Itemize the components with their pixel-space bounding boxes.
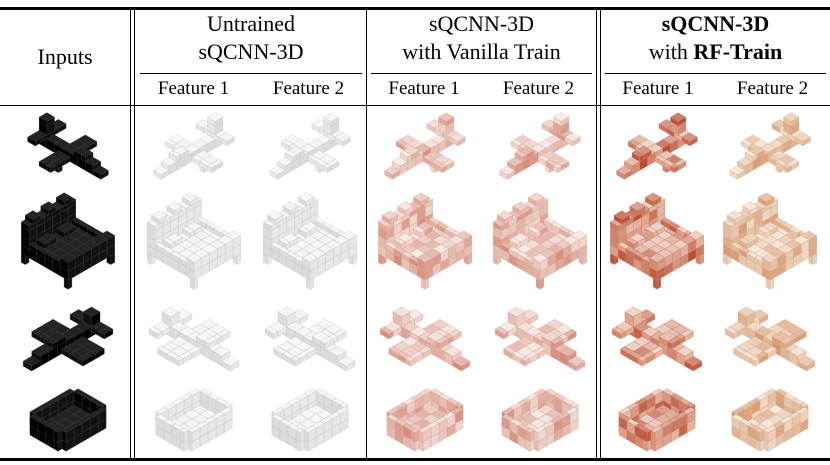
vanilla-feature2-render [494, 306, 586, 372]
rf-feature2-render [731, 388, 809, 452]
vanilla-feature1-render [384, 112, 466, 180]
inputs-divider-line-b [134, 10, 135, 458]
rf-divider-line-b [600, 10, 601, 458]
inputs-divider-line-a [130, 10, 131, 458]
input-voxel-render [27, 112, 109, 180]
table-top-rule [0, 7, 830, 10]
rf-feature1-render [610, 192, 704, 290]
vanilla-feature1-render [379, 306, 471, 372]
untrained-feature1-render [155, 388, 233, 452]
header-group-vanilla: sQCNN-3D with Vanilla Train [367, 10, 596, 66]
untrained-feature1-render [148, 306, 240, 372]
group-rf-underline [605, 73, 826, 74]
header-group-vanilla-line1: sQCNN-3D [428, 11, 535, 36]
rf-feature1-render [616, 112, 698, 180]
untrained-feature1-render [147, 192, 241, 290]
header-group-rf-line1: sQCNN-3D [661, 11, 770, 36]
vanilla-feature1-render [386, 388, 464, 452]
header-group-rf-line2: with RF-Train [601, 38, 830, 66]
rf-feature1-render [611, 306, 703, 372]
untrained-feature1-render [153, 112, 235, 180]
group-untrained-underline [140, 73, 362, 74]
untrained-feature2-render [264, 306, 356, 372]
untrained-feature2-label: Feature 2 [272, 78, 345, 99]
untrained-feature1-label: Feature 1 [157, 78, 230, 99]
table-bottom-rule [0, 458, 830, 461]
inputs-header: Inputs [37, 44, 93, 69]
group-divider-line [366, 10, 367, 458]
untrained-feature2-render [271, 388, 349, 452]
vanilla-feature2-render [499, 112, 581, 180]
header-group-untrained-line2: sQCNN-3D [198, 39, 304, 64]
vanilla-feature2-label: Feature 2 [502, 78, 575, 99]
input-voxel-render [29, 388, 107, 452]
header-group-rf-line2-prefix: with [648, 39, 694, 64]
header-bottom-rule [0, 105, 830, 106]
group-vanilla-underline [371, 73, 592, 74]
input-voxel-render [21, 192, 115, 290]
vanilla-feature1-label: Feature 1 [388, 78, 460, 99]
vanilla-feature2-render [493, 192, 587, 290]
header-group-untrained-line1: Untrained [207, 11, 295, 36]
header-group-rf-train: sQCNN-3D with RF-Train [601, 10, 830, 66]
untrained-feature2-render [263, 192, 357, 290]
rf-feature2-render [724, 306, 816, 372]
vanilla-feature2-render [501, 388, 579, 452]
rf-feature1-render [618, 388, 696, 452]
rf-feature1-label: Feature 1 [622, 78, 694, 99]
input-voxel-render [22, 306, 114, 372]
rf-feature2-render [723, 192, 817, 290]
rf-divider-line-a [596, 10, 597, 458]
vanilla-feature1-render [378, 192, 472, 290]
rf-feature2-label: Feature 2 [736, 78, 809, 99]
header-group-vanilla-line2: with Vanilla Train [402, 39, 561, 64]
untrained-feature2-render [269, 112, 351, 180]
header-group-untrained: Untrained sQCNN-3D [136, 10, 366, 66]
header-group-rf-line2-bold: RF-Train [693, 39, 783, 64]
rf-feature2-render [729, 112, 811, 180]
